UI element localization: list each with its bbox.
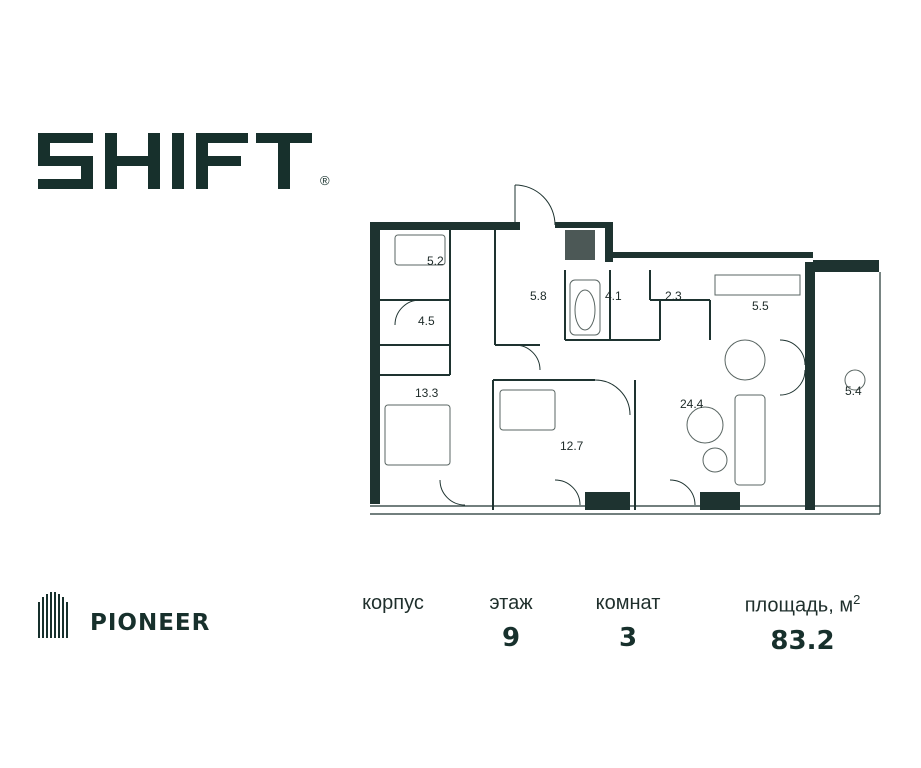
info-floor: этаж 9 [480, 592, 542, 653]
room-area-storage: 2.3 [665, 289, 682, 303]
floor-value: 9 [501, 623, 521, 653]
room-area-corridor-1: 5.8 [530, 289, 547, 303]
room-area-kitchen: 5.5 [752, 299, 769, 313]
info-rooms: комнат 3 [585, 592, 671, 653]
shift-logo: ® [38, 133, 338, 193]
floor-label: этаж [489, 592, 533, 614]
area-value: 83.2 [770, 625, 835, 656]
area-unit-sup: 2 [853, 592, 861, 607]
room-area-living: 24.4 [680, 397, 704, 411]
rooms-value: 3 [618, 623, 638, 653]
info-area: площадь, м2 83.2 [730, 592, 875, 656]
building-value [352, 623, 434, 653]
pioneer-logo-icon [38, 592, 68, 638]
room-area-bedroom-1: 13.3 [415, 386, 439, 400]
trademark-symbol: ® [320, 173, 330, 188]
rooms-label: комнат [595, 592, 661, 614]
pioneer-wordmark: PIONEER [90, 610, 211, 636]
walls [370, 222, 881, 515]
floor-plan: 5.2 5.8 4.1 2.3 5.5 4.5 13.3 12.7 24.4 5… [370, 184, 881, 515]
info-building: корпус [352, 592, 434, 653]
furniture [384, 234, 866, 486]
room-area-bath-2: 4.1 [605, 289, 622, 303]
room-area-bedroom-2: 12.7 [560, 439, 584, 453]
area-label: площадь, м2 [730, 592, 875, 618]
area-label-text: площадь, м [744, 594, 854, 617]
room-area-hall: 4.5 [418, 314, 435, 328]
building-label: корпус [362, 592, 424, 614]
room-area-balcony: 5.4 [845, 384, 862, 398]
doors [394, 184, 806, 506]
room-area-bath-1: 5.2 [427, 254, 444, 268]
